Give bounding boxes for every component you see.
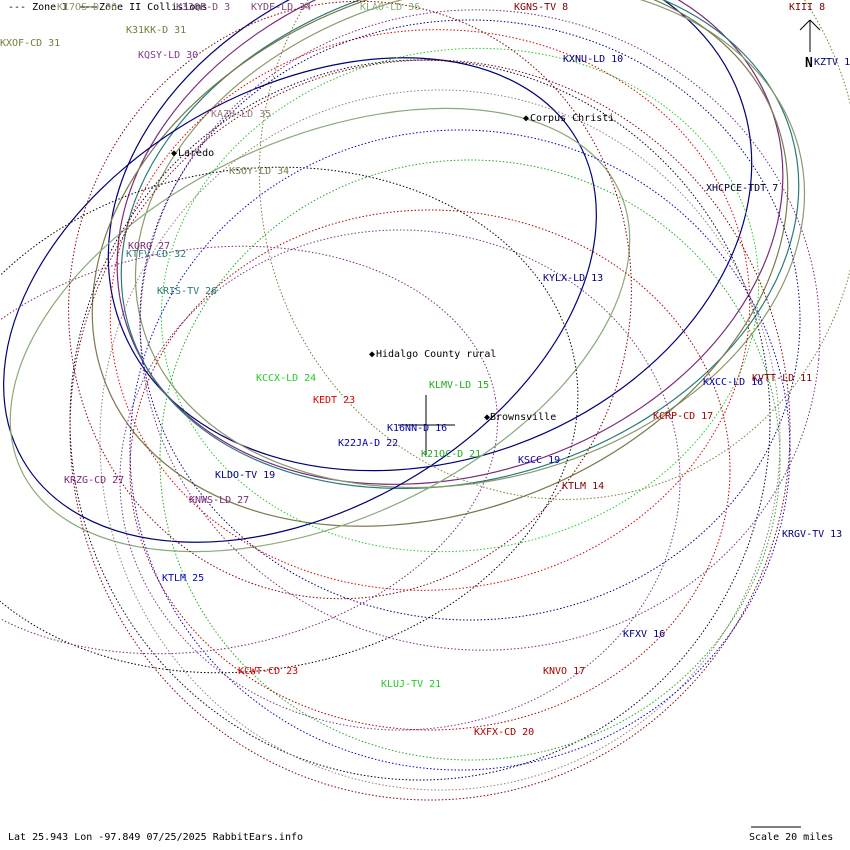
coverage-contour	[120, 0, 800, 490]
coverage-contour	[139, 9, 821, 651]
compass-label: N	[805, 56, 813, 71]
coverage-contour	[107, 0, 753, 472]
legend-zone1: --- Zone I	[8, 2, 68, 13]
station-label[interactable]: KYLX-LD 13	[543, 273, 603, 284]
crosshair-marker	[398, 395, 455, 455]
city-markers: ◆ Laredo ◆ Corpus Christi ◆ Hidalgo Coun…	[171, 113, 614, 423]
station-label[interactable]: KSOY-LD 34	[229, 166, 289, 177]
station-label[interactable]: KLMV-LD 15	[429, 380, 489, 391]
station-label[interactable]: KTLM 14	[562, 481, 604, 492]
station-label[interactable]: KLDO-TV 19	[215, 470, 275, 481]
coverage-contour	[109, 29, 751, 591]
legend-zone2: Zone II Collisions	[99, 2, 207, 13]
station-label[interactable]: KGNS-TV 8	[514, 2, 568, 13]
coverage-contour	[9, 107, 631, 553]
coverage-contour	[3, 57, 597, 543]
city-label: Brownsville	[490, 412, 556, 423]
compass-icon: N	[799, 19, 821, 71]
coverage-contour	[129, 209, 731, 731]
station-label[interactable]: KXFX-CD 20	[474, 727, 534, 738]
station-label[interactable]: K16NN-D 16	[387, 423, 447, 434]
station-label[interactable]: KXOF-CD 31	[0, 38, 60, 49]
station-label[interactable]: K21OC-D 21	[421, 449, 481, 460]
station-label[interactable]: KRZG-CD 27	[64, 475, 124, 486]
station-label[interactable]: KLAO-LD 36	[360, 2, 420, 13]
city-corpus-christi[interactable]: ◆ Corpus Christi	[523, 113, 614, 124]
station-label[interactable]: KNWS-LD 27	[189, 495, 249, 506]
city-dot-icon: ◆	[523, 113, 529, 124]
coverage-contour	[91, 0, 789, 527]
station-label[interactable]: KZTV 10	[814, 57, 850, 68]
station-label[interactable]: KSCC 19	[518, 455, 560, 466]
city-dot-icon: ◆	[484, 412, 490, 423]
coverage-contour	[0, 166, 579, 674]
city-hidalgo-county-rural[interactable]: ◆ Hidalgo County rural	[369, 349, 496, 360]
footer-coords: Lat 25.943 Lon -97.849 07/25/2025 Rabbit…	[8, 832, 303, 843]
city-brownsville[interactable]: ◆ Brownsville	[484, 412, 556, 423]
station-label[interactable]: KRGV-TV 13	[782, 529, 842, 540]
coverage-contour	[68, 0, 632, 600]
coverage-contour	[129, 129, 791, 771]
station-label[interactable]: KTFV-CD 32	[126, 249, 186, 260]
city-laredo[interactable]: ◆ Laredo	[171, 148, 214, 159]
coverage-arcs	[0, 0, 850, 801]
station-label[interactable]: KTLM 25	[162, 573, 204, 584]
station-label[interactable]: KCWT-CD 23	[238, 666, 298, 677]
coverage-contour	[258, 0, 850, 500]
station-label[interactable]: KCRP-CD 17	[653, 411, 713, 422]
station-label[interactable]: KQRO 27	[128, 241, 170, 252]
station-label[interactable]: KEDT 23	[313, 395, 355, 406]
station-label[interactable]: KXNU-LD 10	[563, 54, 623, 65]
station-label[interactable]: XHCPCE-TDT 7	[706, 183, 778, 194]
city-dot-icon: ◆	[171, 148, 177, 159]
station-label[interactable]: KAZH-LD 35	[211, 109, 271, 120]
coverage-contour	[99, 89, 781, 791]
coverage-contour	[69, 59, 791, 801]
city-label: Laredo	[178, 148, 214, 159]
coverage-contour	[116, 0, 784, 485]
station-label[interactable]: KNVO 17	[543, 666, 585, 677]
station-label[interactable]: KLUJ-TV 21	[381, 679, 441, 690]
coverage-contour	[69, 59, 771, 781]
coverage-contour	[139, 19, 801, 621]
coverage-contour	[0, 245, 498, 655]
footer-scale: Scale 20 miles	[749, 832, 833, 843]
city-dot-icon: ◆	[369, 349, 375, 360]
station-label[interactable]: KRIS-TV 26	[157, 286, 217, 297]
station-label[interactable]: K33QP-D 3	[176, 2, 230, 13]
station-label[interactable]: K31KK-D 31	[126, 25, 186, 36]
coverage-contour	[119, 229, 681, 731]
station-label[interactable]: KYDF-LD 34	[251, 2, 311, 13]
coverage-contour	[159, 159, 781, 761]
coverage-contour	[160, 47, 760, 553]
station-label[interactable]: KQSY-LD 30	[138, 50, 198, 61]
city-label: Hidalgo County rural	[376, 349, 496, 360]
station-label[interactable]: K17OS-D 36	[57, 2, 117, 13]
station-label[interactable]: KFXV 16	[623, 629, 665, 640]
city-label: Corpus Christi	[530, 113, 614, 124]
station-label[interactable]: KIII 8	[789, 2, 825, 13]
coverage-contour	[134, 0, 806, 489]
station-labels: K17OS-D 36 K33QP-D 3 KYDF-LD 34 KLAO-LD …	[0, 2, 850, 738]
station-label[interactable]: KCCX-LD 24	[256, 373, 316, 384]
station-label[interactable]: KXCC-LD 16	[703, 377, 763, 388]
station-label[interactable]: K22JA-D 22	[338, 438, 398, 449]
station-label[interactable]: KVTT-LD 11	[752, 373, 812, 384]
